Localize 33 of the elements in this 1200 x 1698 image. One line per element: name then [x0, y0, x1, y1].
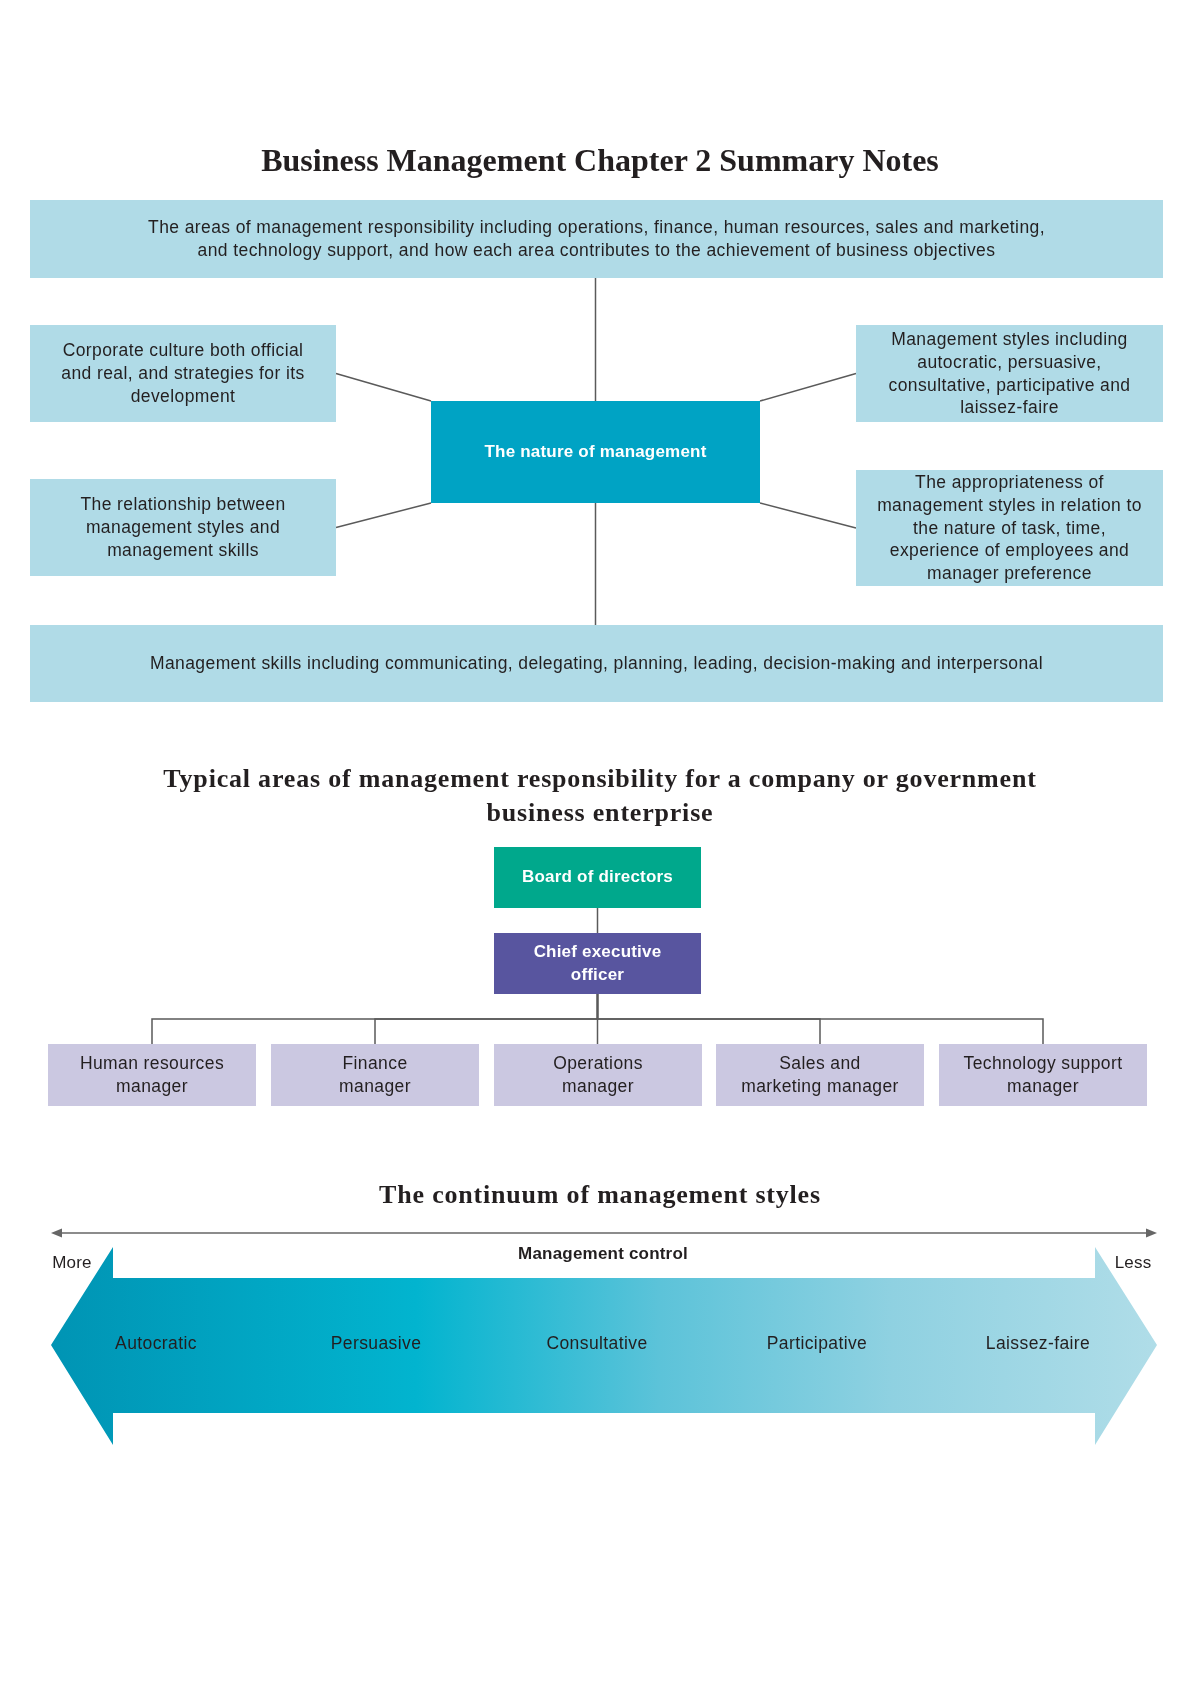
manager-box: Finance manager: [271, 1044, 479, 1106]
topic-box: Corporate culture both official and real, and strategies for its development: [30, 325, 336, 422]
topic-box: The areas of management responsibility including operations, finance, human resources, sales and marketing, and technology support, and how each area contributes to the achievement of business objectives: [30, 200, 1163, 278]
connector-line: [596, 907, 599, 934]
axis-end-label: More: [52, 1252, 92, 1274]
style-label: Laissez-faire: [985, 1331, 1091, 1355]
topic-box: The appropriateness of management styles in relation to the nature of task, time, experience of employees and manager preference: [856, 470, 1163, 586]
executive-box: Chief executive officer: [494, 933, 701, 994]
style-label: Persuasive: [330, 1331, 422, 1355]
connector-line: [335, 502, 432, 529]
style-label: Consultative: [546, 1331, 648, 1355]
manager-box: Sales and marketing manager: [716, 1044, 924, 1106]
diagram-title: Business Management Chapter 2 Summary Notes: [261, 142, 939, 179]
topic-box: Management skills including communicating, delegating, planning, leading, decision-making and interpersonal: [30, 625, 1163, 702]
connector-line: [335, 372, 432, 402]
axis-end-label: Less: [1114, 1252, 1152, 1274]
manager-box: Operations manager: [494, 1044, 702, 1106]
topic-box: Management styles including autocratic, persuasive, consultative, participative and laissez-faire: [856, 325, 1163, 422]
manager-box: Technology support manager: [939, 1044, 1147, 1106]
connector-line: [596, 993, 1044, 1045]
central-topic-box: The nature of management: [431, 401, 760, 503]
connector-line: [594, 502, 597, 626]
axis-title: Management control: [518, 1243, 688, 1265]
style-label: Participative: [766, 1331, 868, 1355]
connector-line: [759, 372, 857, 402]
connector-line: [594, 277, 597, 402]
manager-box: Human resources manager: [48, 1044, 256, 1106]
board-box: Board of directors: [494, 847, 701, 908]
section-heading: The continuum of management styles: [379, 1179, 821, 1211]
section-heading: Typical areas of management responsibility for a company or government business enterprise: [162, 763, 1038, 830]
style-label: Autocratic: [115, 1331, 197, 1355]
connector-line: [759, 502, 857, 529]
topic-box: The relationship between management styles and management skills: [30, 479, 336, 576]
